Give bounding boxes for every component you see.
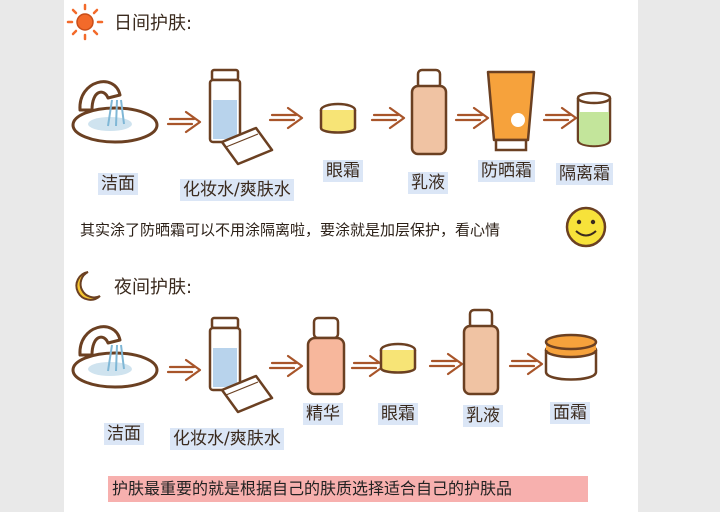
day-cleanser-illustration	[71, 80, 159, 144]
arrow-right-icon	[268, 106, 304, 130]
day-step-label: 洁面	[98, 173, 138, 195]
arrow-right-icon	[454, 106, 490, 130]
arrow-right-icon	[542, 106, 578, 130]
night-eye-cream-illustration	[379, 342, 417, 374]
day-step-label: 化妆水/爽肤水	[180, 179, 294, 201]
night-step-label: 化妆水/爽肤水	[170, 428, 284, 450]
day-note: 其实涂了防晒霜可以不用涂隔离啦，要涂就是加层保护，看心情	[80, 221, 501, 239]
smiley-face-icon	[565, 206, 607, 248]
arrow-right-icon	[350, 354, 386, 378]
arrow-right-icon	[428, 352, 464, 376]
arrow-right-icon	[370, 106, 406, 130]
night-cleanser-illustration	[71, 325, 159, 389]
day-toner-illustration	[208, 68, 274, 166]
night-step-label: 洁面	[104, 423, 144, 445]
night-step-label: 眼霜	[378, 403, 418, 425]
day-lotion-illustration	[410, 68, 448, 156]
arrow-right-icon	[268, 354, 304, 378]
day-primer-illustration	[576, 91, 612, 148]
arrow-right-icon	[166, 110, 202, 134]
day-sunscreen-illustration	[486, 70, 536, 152]
moon-icon	[75, 271, 101, 301]
content-sheet	[64, 0, 638, 512]
day-step-label: 眼霜	[323, 160, 363, 182]
night-step-label: 面霜	[550, 402, 590, 424]
night-serum-illustration	[306, 316, 346, 396]
night-face-cream-illustration	[544, 333, 598, 381]
arrow-right-icon	[508, 352, 544, 376]
night-step-label: 精华	[303, 403, 343, 425]
night-step-label: 乳液	[463, 405, 503, 427]
day-step-label: 隔离霜	[556, 163, 613, 185]
day-step-label: 防晒霜	[478, 160, 535, 182]
day-eye-cream-illustration	[319, 102, 357, 134]
sun-icon	[66, 3, 104, 41]
day-step-label: 乳液	[408, 172, 448, 194]
tip-banner: 护肤最重要的就是根据自己的肤质选择适合自己的护肤品	[108, 476, 588, 502]
arrow-right-icon	[166, 358, 202, 382]
night-title: 夜间护肤:	[114, 277, 193, 298]
day-title: 日间护肤:	[114, 13, 193, 34]
night-lotion-illustration	[462, 308, 500, 396]
night-toner-illustration	[208, 316, 274, 414]
